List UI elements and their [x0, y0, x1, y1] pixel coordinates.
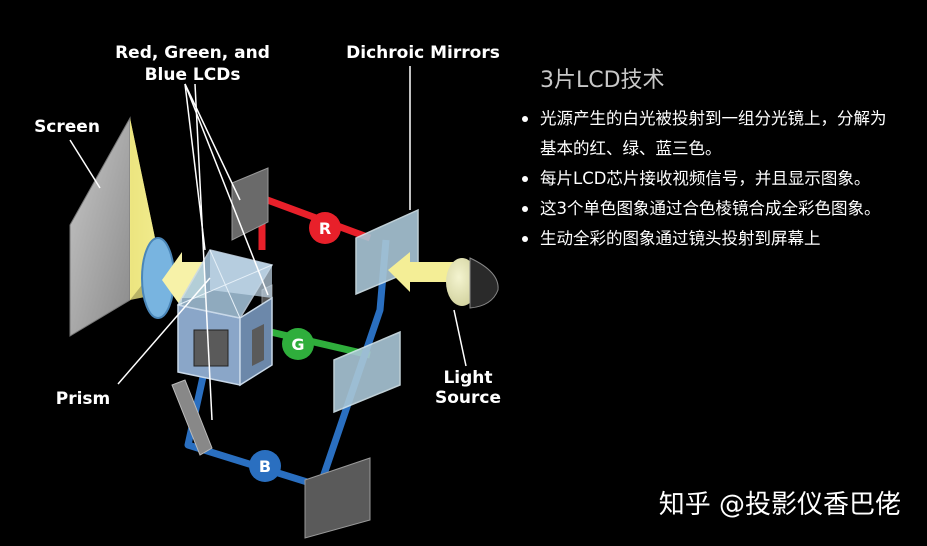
blue-beam-marker — [249, 450, 281, 482]
lcds-label: Red, Green, and Blue LCDs — [110, 42, 275, 86]
red-beam-marker — [309, 212, 341, 244]
blue-beam-label: B — [259, 457, 271, 476]
watermark: 知乎 @投影仪香巴佬 — [658, 490, 901, 520]
light-source-label-line1: Light — [443, 368, 493, 388]
blue-lcd-panel — [171, 379, 213, 456]
panel-title: 3片LCD技术 — [540, 68, 665, 93]
lcds-label-line1: Red, Green, and — [115, 43, 270, 63]
dichroic-mirrors-label: Dichroic Mirrors — [346, 43, 500, 63]
red-beam-label: R — [319, 219, 331, 238]
bullet-item: 光源产生的白光被投射到一组分光镜上，分解为基本的红、绿、蓝三色。 — [520, 104, 890, 164]
leader-lines — [69, 66, 467, 421]
bullet-item: 这3个单色图象通过合色棱镜合成全彩色图象。 — [520, 194, 890, 224]
light-source-label-line2: Source — [434, 388, 502, 408]
bullet-item: 生动全彩的图象通过镜头投射到屏幕上 — [520, 224, 890, 254]
prism-label: Prism — [55, 389, 111, 409]
red-lcd-panel — [231, 167, 269, 241]
description-panel: 3片LCD技术 光源产生的白光被投射到一组分光镜上，分解为基本的红、绿、蓝三色。… — [520, 62, 890, 254]
light-source-beam — [388, 252, 460, 292]
green-beam-label: G — [291, 335, 304, 354]
dichroic-mirror-bottom — [333, 330, 401, 414]
bottom-mirror — [304, 457, 371, 539]
light-source-label: Light Source — [420, 368, 516, 408]
screen-label: Screen — [34, 117, 100, 137]
green-beam — [261, 326, 371, 359]
lcds-label-line2: Blue LCDs — [144, 65, 241, 85]
screen-panel — [69, 116, 131, 337]
green-beam-marker — [282, 328, 314, 360]
bullet-item: 每片LCD芯片接收视频信号，并且显示图象。 — [520, 164, 890, 194]
bullet-list: 光源产生的白光被投射到一组分光镜上，分解为基本的红、绿、蓝三色。 每片LCD芯片… — [520, 104, 890, 254]
